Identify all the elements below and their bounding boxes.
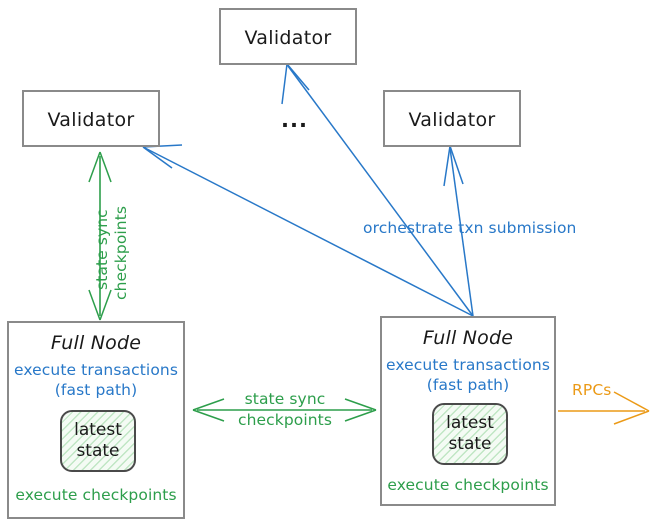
full-node-left-box[interactable]: Full Node execute transactions (fast pat…: [7, 321, 185, 519]
full-node-left-execute-checkpoints: execute checkpoints: [15, 486, 177, 504]
full-node-left-exec-line1: execute transactions: [13, 361, 179, 379]
edge-orchestrate-txn-submission-label: orchestrate txn submission: [363, 219, 577, 237]
full-node-left-execute-transactions: execute transactions (fast path): [9, 360, 183, 401]
full-node-right-state-line2: state: [448, 434, 492, 454]
full-node-left-state-line1: latest: [74, 420, 122, 441]
edge-rpcs-label: RPCs: [572, 381, 612, 399]
edge-state-sync-horizontal-label: state sync checkpoints: [210, 389, 360, 431]
validator-right-box[interactable]: Validator: [383, 90, 521, 147]
validator-top-box[interactable]: Validator: [219, 8, 357, 65]
full-node-right-exec-line1: execute transactions: [385, 356, 551, 374]
validator-top-label: Validator: [244, 27, 332, 49]
validator-left-label: Validator: [47, 109, 135, 131]
full-node-left-title: Full Node: [50, 332, 142, 354]
edge-state-sync-horizontal-label-line2: checkpoints: [237, 410, 333, 429]
full-node-right-box[interactable]: Full Node execute transactions (fast pat…: [380, 316, 556, 506]
full-node-right-execute-checkpoints: execute checkpoints: [387, 476, 549, 494]
full-node-left-exec-line2: (fast path): [54, 381, 138, 400]
full-node-right-title: Full Node: [422, 327, 514, 349]
validator-right-label: Validator: [408, 109, 496, 131]
full-node-right-state-line1: latest: [446, 413, 494, 434]
full-node-left-state-line2: state: [76, 441, 120, 461]
edge-state-sync-vertical-label-line1: state sync: [93, 209, 111, 290]
edge-state-sync-horizontal-label-line1: state sync: [244, 390, 326, 408]
full-node-left-latest-state: latest state: [60, 410, 136, 472]
full-node-right-latest-state: latest state: [432, 403, 508, 465]
validators-ellipsis: ...: [281, 108, 308, 132]
full-node-right-execute-transactions: execute transactions (fast path): [382, 355, 554, 396]
edge-state-sync-vertical-label-line2: checkpoints: [112, 205, 130, 300]
full-node-right-exec-line2: (fast path): [426, 376, 510, 395]
validator-left-box[interactable]: Validator: [22, 90, 160, 147]
